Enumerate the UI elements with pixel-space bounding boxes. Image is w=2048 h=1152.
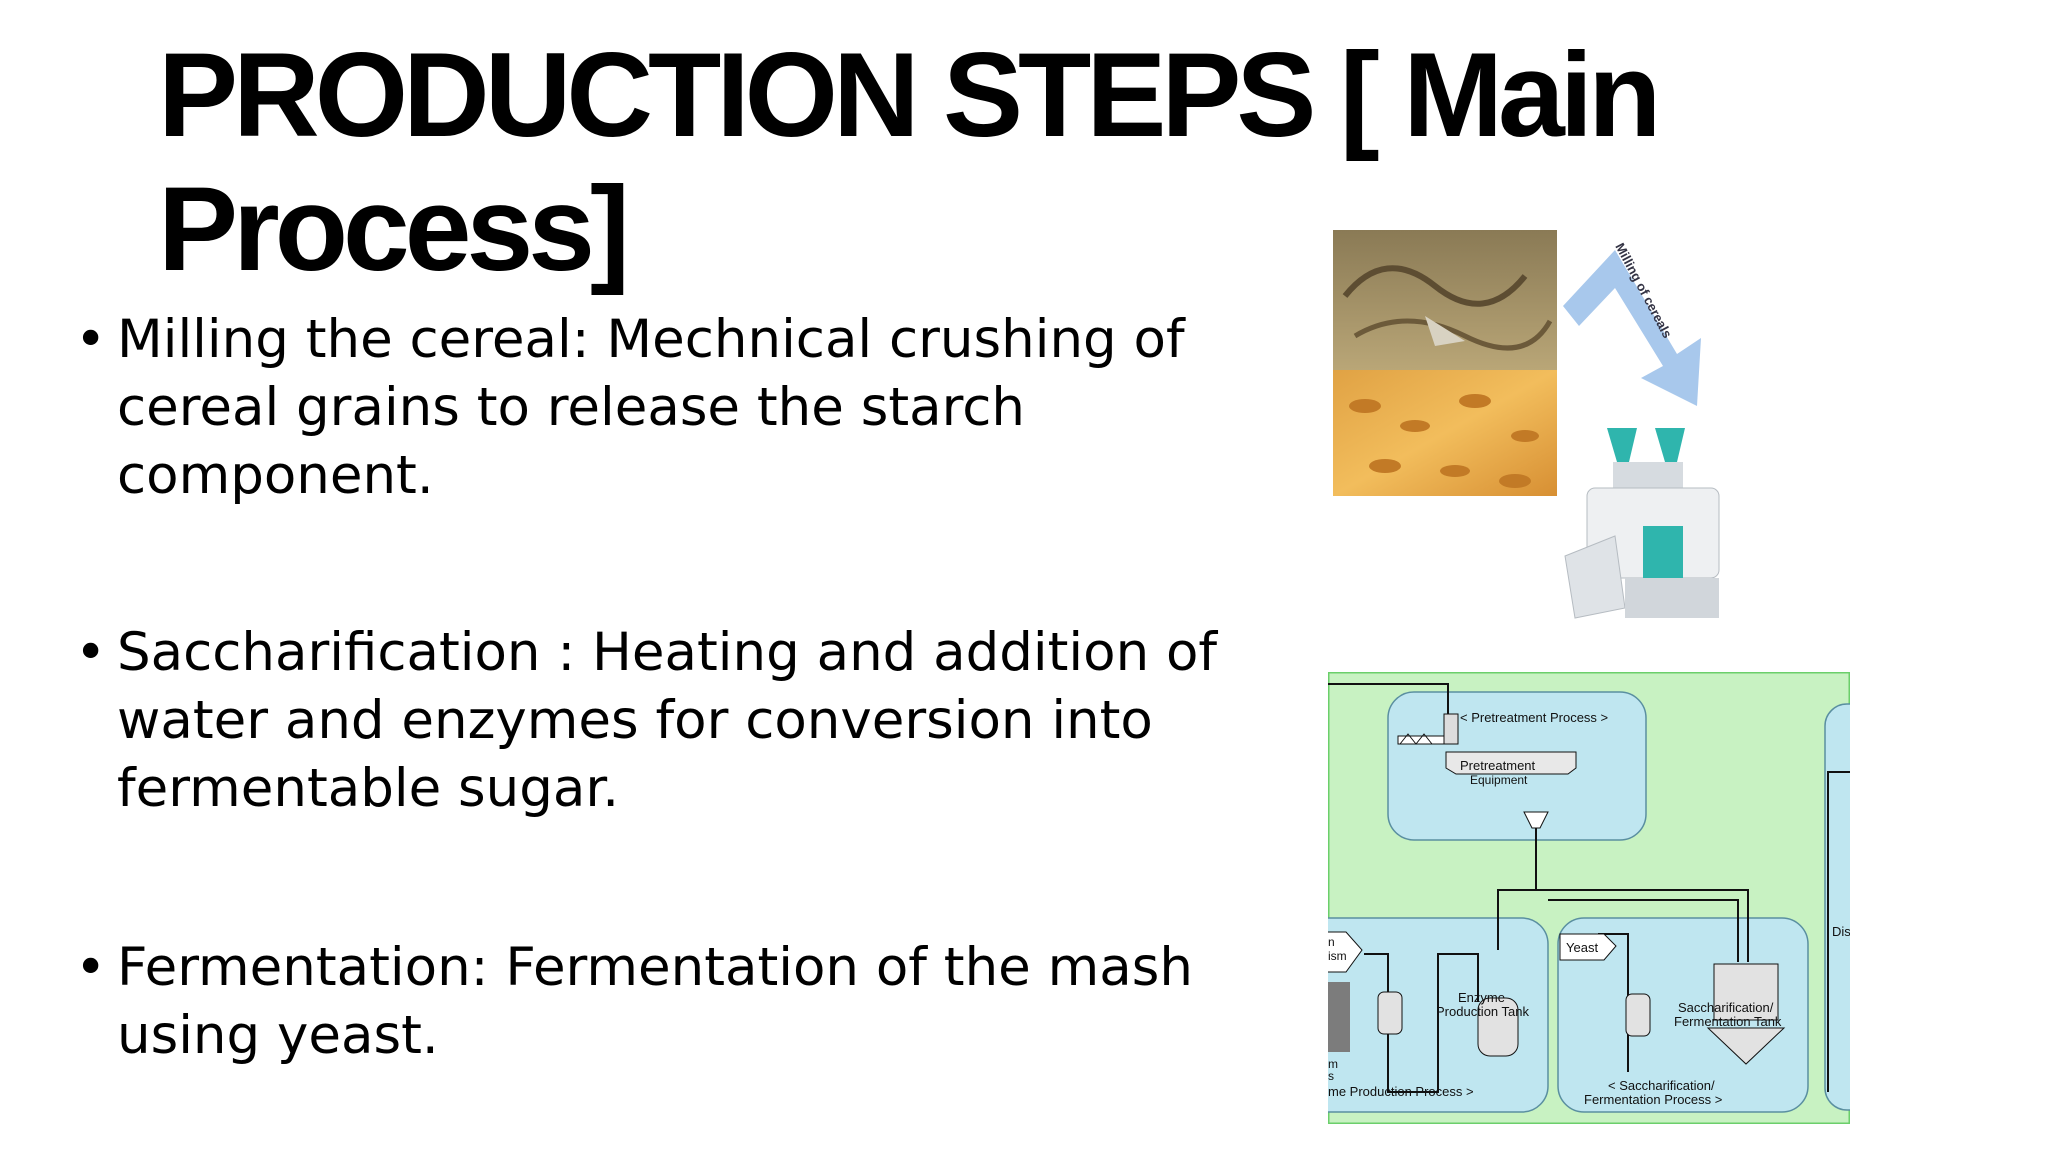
bullet-fermentation-text: Fermentation: Fermentation of the mash u… (117, 937, 1193, 1066)
distillation-label: Dis (1832, 924, 1850, 939)
pretreatment-equipment-label-1: Pretreatment (1460, 758, 1536, 773)
pretreatment-process-label: < Pretreatment Process > (1460, 710, 1608, 725)
enzyme-tank-label-2: Production Tank (1436, 1004, 1529, 1019)
sacch-process-label-1: < Saccharification/ (1608, 1078, 1715, 1093)
bullet-saccharification: Saccharification : Heating and addition … (75, 619, 1237, 823)
sacch-tank-label-2: Fermentation Tank (1674, 1014, 1782, 1029)
left-fragment-2: ism (1328, 949, 1347, 963)
milling-image: Milling of cereals (1333, 230, 1720, 619)
left-fragment-3: m (1328, 1057, 1338, 1071)
left-fragment-1: n (1328, 935, 1335, 949)
enzyme-process-label: me Production Process > (1328, 1084, 1474, 1099)
slide-title: PRODUCTION STEPS [ Main Process] (158, 28, 1661, 296)
bullet-milling: Milling the cereal: Mechnical crushing o… (75, 306, 1237, 510)
bullet-milling-text: Milling the cereal: Mechnical crushing o… (117, 309, 1185, 506)
enzyme-tank-label-1: Enzyme (1458, 990, 1505, 1005)
bullet-fermentation: Fermentation: Fermentation of the mash u… (75, 934, 1237, 1070)
yeast-box (1559, 933, 1617, 961)
tank-icon (1377, 963, 1786, 1065)
milling-machine-icon (1564, 428, 1720, 619)
arrow-icon (1563, 250, 1701, 406)
distillation-panel (1824, 703, 1850, 1111)
sacch-process-label-2: Fermentation Process > (1584, 1092, 1722, 1107)
cereal-photo (1333, 230, 1557, 496)
left-fragment-4: s (1328, 1069, 1334, 1083)
pretreatment-equipment-label-2: Equipment (1470, 773, 1528, 787)
yeast-label: Yeast (1566, 940, 1598, 955)
sacch-tank-label-1: Saccharification/ (1678, 1000, 1774, 1015)
process-diagram: < Pretreatment Process > Pretreatment Eq… (1328, 672, 1850, 1124)
bullet-saccharification-text: Saccharification : Heating and addition … (117, 622, 1218, 819)
pretreatment-equipment-icon (1397, 713, 1577, 829)
